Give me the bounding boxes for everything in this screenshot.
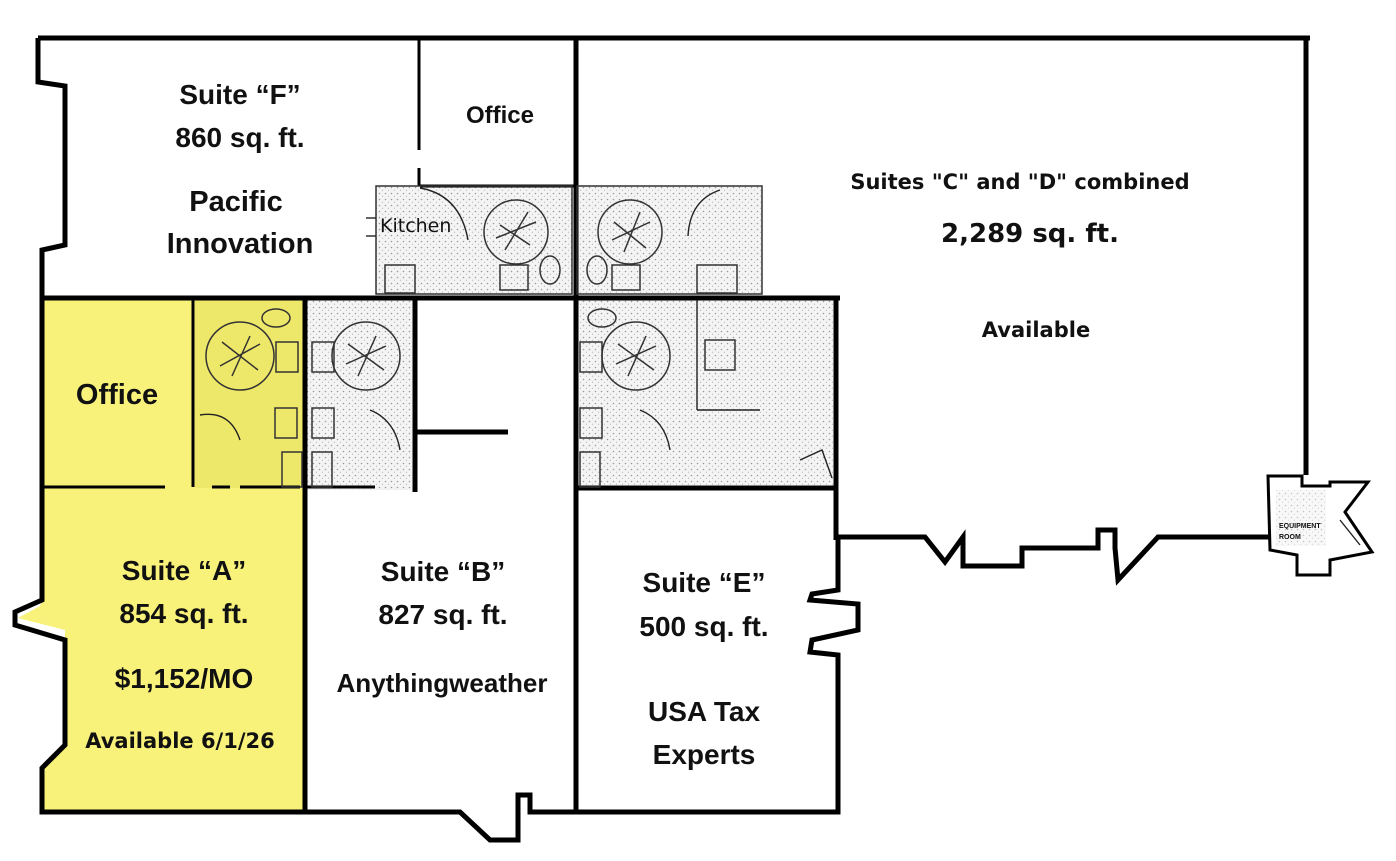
suite-cd-status: Available (982, 318, 1090, 342)
suite-e-tenant-line1: USA Tax (648, 696, 760, 727)
suite-a-area: 854 sq. ft. (119, 598, 248, 629)
restroom-fixtures (199, 185, 833, 488)
suite-e-room[interactable]: Suite “E” 500 sq. ft. USA Tax Experts (639, 567, 768, 770)
suite-f-area: 860 sq. ft. (175, 122, 304, 153)
suite-f-tenant-line2: Innovation (167, 228, 314, 260)
suite-b-tenant: Anythingweather (337, 668, 548, 698)
suite-a-rent: $1,152/MO (115, 663, 254, 694)
suite-f-title: Suite “F” (179, 79, 300, 110)
restroom-block-f (376, 185, 572, 295)
suite-e-area: 500 sq. ft. (639, 611, 768, 642)
restroom-block-b (307, 300, 412, 490)
suite-b-room[interactable]: Suite “B” 827 sq. ft. Anythingweather (337, 556, 548, 698)
suite-f-office-label: Office (466, 102, 534, 129)
suite-cd-area: 2,289 sq. ft. (941, 219, 1119, 249)
restroom-block-cd-south (578, 300, 833, 485)
suite-cd-title: Suites "C" and "D" combined (850, 170, 1189, 194)
kitchen-label: Kitchen (380, 215, 451, 237)
restroom-block-a (195, 300, 303, 488)
suite-f-room[interactable]: Suite “F” 860 sq. ft. Pacific Innovation (167, 79, 314, 260)
restroom-block-cd-north (577, 185, 762, 295)
equipment-room[interactable]: EQUIPMENT ROOM (1266, 474, 1375, 577)
exterior-wall (12, 35, 1310, 843)
suite-a-office-label: Office (76, 379, 158, 411)
svg-text:EQUIPMENT: EQUIPMENT (1279, 523, 1321, 530)
suite-e-title: Suite “E” (643, 567, 766, 598)
suite-a-room[interactable]: Suite “A” 854 sq. ft. $1,152/MO Availabl… (85, 555, 275, 753)
suite-b-area: 827 sq. ft. (378, 599, 507, 630)
suite-a-available: Available 6/1/26 (85, 729, 275, 753)
suite-f-tenant-line1: Pacific (189, 186, 283, 218)
suite-e-tenant-line2: Experts (653, 739, 756, 770)
suite-b-title: Suite “B” (381, 556, 505, 587)
suite-a-title: Suite “A” (122, 555, 246, 586)
svg-text:ROOM: ROOM (1279, 534, 1301, 541)
suite-cd-room[interactable]: Suites "C" and "D" combined 2,289 sq. ft… (850, 170, 1189, 342)
